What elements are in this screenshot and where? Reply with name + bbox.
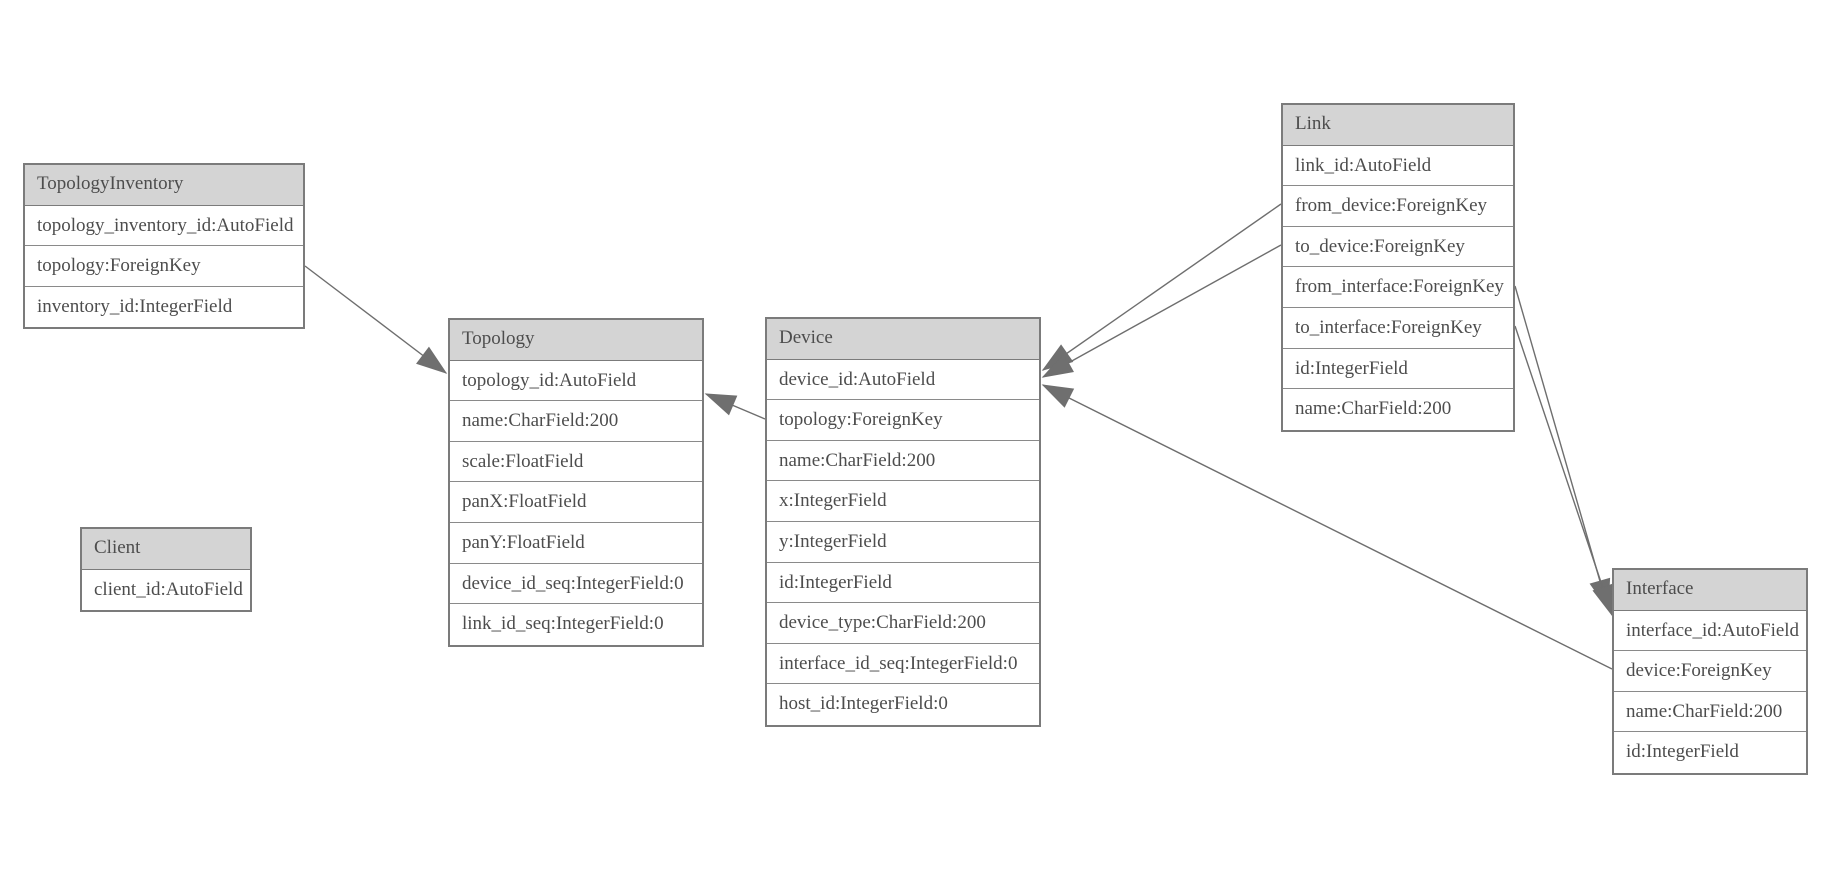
table-link: Link link_id:AutoField from_device:Forei… (1281, 103, 1515, 432)
field-row: panY:FloatField (450, 523, 702, 564)
field-row: device_id:AutoField (767, 360, 1039, 401)
field-row: interface_id:AutoField (1614, 611, 1806, 652)
table-device: Device device_id:AutoField topology:Fore… (765, 317, 1041, 727)
field-row: topology_id:AutoField (450, 361, 702, 402)
field-row: from_device:ForeignKey (1283, 186, 1513, 227)
field-row: y:IntegerField (767, 522, 1039, 563)
field-row: name:CharField:200 (1295, 398, 1452, 420)
field-row: to_device:ForeignKey (1283, 227, 1513, 268)
edge-link-todevice-device (1041, 244, 1282, 378)
table-link-title: Link (1283, 105, 1513, 146)
edge-link-fromdevice-device (1041, 203, 1282, 371)
field-row: device_type:CharField:200 (767, 603, 1039, 644)
field-row: panX:FloatField (450, 482, 702, 523)
edge-link-tointerface-interface (1514, 325, 1613, 617)
field-row: topology:ForeignKey (767, 400, 1039, 441)
table-device-title: Device (767, 319, 1039, 360)
field-row: client_id:AutoField (94, 578, 243, 600)
edge-device-topology (704, 393, 766, 420)
field-row: topology_inventory_id:AutoField (25, 206, 303, 247)
field-row: x:IntegerField (767, 481, 1039, 522)
field-row: link_id_seq:IntegerField:0 (462, 613, 664, 635)
table-interface: Interface interface_id:AutoField device:… (1612, 568, 1808, 775)
field-row: device:ForeignKey (1614, 651, 1806, 692)
field-row: scale:FloatField (450, 442, 702, 483)
field-row: id:IntegerField (767, 563, 1039, 604)
field-row: host_id:IntegerField:0 (779, 693, 948, 715)
table-topologyinventory: TopologyInventory topology_inventory_id:… (23, 163, 305, 330)
table-topologyinventory-title: TopologyInventory (25, 165, 303, 206)
field-row: inventory_id:IntegerField (37, 295, 233, 317)
field-row: name:CharField:200 (1614, 692, 1806, 733)
field-row: id:IntegerField (1626, 741, 1739, 763)
table-topology-title: Topology (450, 320, 702, 361)
field-row: name:CharField:200 (767, 441, 1039, 482)
field-row: id:IntegerField (1283, 349, 1513, 390)
edge-topologyinventory-topology (304, 265, 448, 374)
field-row: interface_id_seq:IntegerField:0 (767, 644, 1039, 685)
edge-link-frominterface-interface (1514, 285, 1611, 611)
field-row: link_id:AutoField (1283, 146, 1513, 187)
field-row: device_id_seq:IntegerField:0 (450, 564, 702, 605)
field-row: name:CharField:200 (450, 401, 702, 442)
field-row: to_interface:ForeignKey (1283, 308, 1513, 349)
table-client-title: Client (82, 529, 250, 570)
field-row: from_interface:ForeignKey (1283, 267, 1513, 308)
table-topology: Topology topology_id:AutoField name:Char… (448, 318, 704, 647)
field-row: topology:ForeignKey (25, 246, 303, 287)
table-interface-title: Interface (1614, 570, 1806, 611)
table-client: Client client_id:AutoField (80, 527, 252, 613)
